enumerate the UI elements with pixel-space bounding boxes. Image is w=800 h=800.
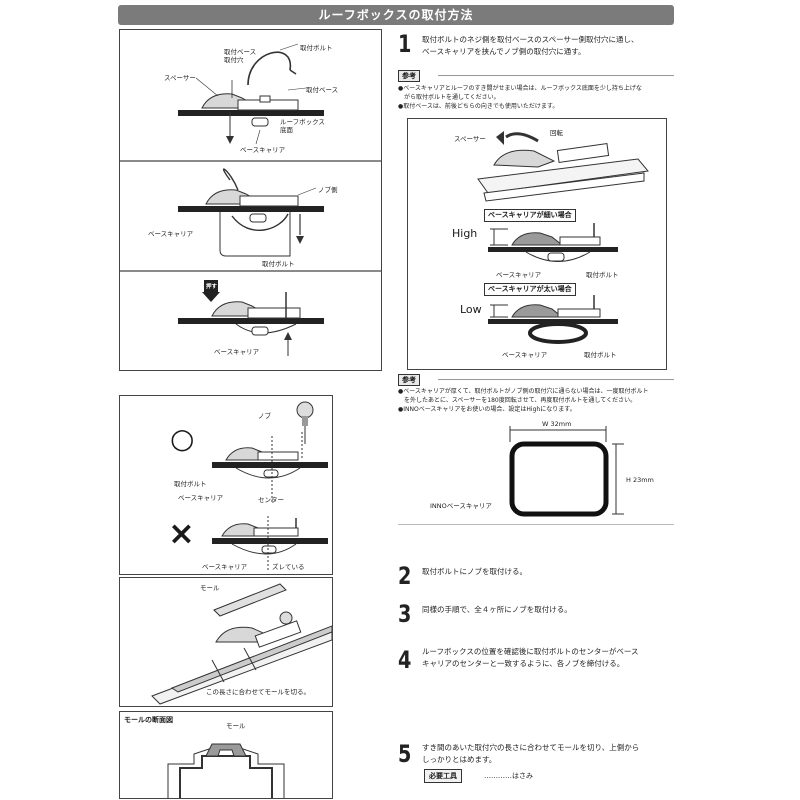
ref-notes-2: ●ベースキャリアが厚くて、取付ボルトがノブ側の取付穴に通らない場合は、一度取付ボ… <box>398 387 648 414</box>
install-diagram-svg <box>120 43 381 356</box>
step-4-number: 4 <box>398 646 412 674</box>
label-low: Low <box>460 303 482 316</box>
spacer-diagram-svg <box>477 131 649 344</box>
step-2-number: 2 <box>398 562 412 590</box>
label-base-hole: 取付ベース 取付穴 <box>224 48 257 64</box>
label-box-bottom: ルーフボックス 底面 <box>280 118 325 134</box>
label-bolt: 取付ボルト <box>300 44 333 52</box>
step-3-number: 3 <box>398 600 412 628</box>
section-title: モールの断面図 <box>124 716 173 724</box>
alignment-svg <box>212 401 328 572</box>
label-mold-2: モール <box>226 722 246 730</box>
spacer-diagram-panel: スペーサー 回転 ベースキャリアが細い場合 High ベースキャリア 取付ボルト… <box>407 118 667 370</box>
page-title: ルーフボックスの取付方法 <box>118 5 674 25</box>
label-bolt-r2: 取付ボルト <box>584 351 617 359</box>
inno-height: H 23mm <box>626 476 654 484</box>
label-cut-note: この長さに合わせてモールを切る。 <box>206 688 310 696</box>
ref-note-1b: がら取付ボルトを通してください。 <box>398 94 500 101</box>
inno-svg <box>509 426 624 517</box>
label-bolt-2: 取付ボルト <box>262 260 295 268</box>
alignment-panel: ○ × ノブ 取付ボルト ベースキャリア センター ベースキャリア ズレている <box>119 395 333 575</box>
label-center: センター <box>258 496 284 504</box>
label-press: 押す <box>206 284 218 290</box>
step-5-number: 5 <box>398 740 412 768</box>
label-rotate: 回転 <box>550 129 563 137</box>
label-carrier-4: ベースキャリア <box>178 494 224 502</box>
ref-note-2c: ●INNOベースキャリアをお使いの場合、設定はHighになります。 <box>398 406 576 413</box>
divider-right <box>398 524 674 525</box>
step-3-text: 同様の手順で、全４ヶ所にノブを取付ける。 <box>422 605 572 614</box>
label-knob-side: ノブ側 <box>318 186 338 194</box>
thin-carrier-title: ベースキャリアが細い場合 <box>484 209 576 222</box>
label-carrier-2: ベースキャリア <box>148 230 194 238</box>
inno-width: W 32mm <box>542 420 572 428</box>
ref-notes-1: ●ベースキャリアとルーフのすき間がせまい場合は、ルーフボックス底面を少し持ち上げ… <box>398 84 642 111</box>
step-1-number: 1 <box>398 30 412 58</box>
label-carrier-r2: ベースキャリア <box>502 351 548 359</box>
mold-panel: モール この長さに合わせてモールを切る。 <box>119 577 333 707</box>
step-1-text: 取付ボルトのネジ側を取付ベースのスペーサー側取付穴に通し、 ベースキャリアを挟ん… <box>422 35 639 56</box>
label-spacer-2: スペーサー <box>454 135 486 143</box>
ref-note-1a: ●ベースキャリアとルーフのすき間がせまい場合は、ルーフボックス底面を少し持ち上げ… <box>398 85 642 92</box>
label-carrier-5: ベースキャリア <box>202 563 248 571</box>
thick-carrier-title: ベースキャリアが太い場合 <box>484 283 576 296</box>
step-4-text: ルーフボックスの位置を確認後に取付ボルトのセンターがベース キャリアのセンターと… <box>422 647 639 668</box>
mold-svg <box>151 583 332 705</box>
step-5-text: すき間のあいた取付穴の長さに合わせてモールを切り、上側から しっかりとはめます。 <box>422 743 640 764</box>
label-base: 取付ベース <box>306 86 339 94</box>
ref-note-2a: ●ベースキャリアが厚くて、取付ボルトがノブ側の取付穴に通らない場合は、一度取付ボ… <box>398 388 649 395</box>
label-high: High <box>452 227 478 240</box>
mold-section-panel: モールの断面図 モール <box>119 711 333 799</box>
tools-value: …………はさみ <box>484 772 533 780</box>
ref-note-2b: を外したあとに、スペーサーを180度回転させて、再度取付ボルトを通してください。 <box>398 397 637 404</box>
ref-line-1 <box>438 75 674 76</box>
label-knob: ノブ <box>258 412 271 420</box>
section-svg <box>167 743 285 798</box>
label-bolt-4: 取付ボルト <box>174 480 207 488</box>
label-carrier-3: ベースキャリア <box>214 348 260 356</box>
label-mold: モール <box>200 584 220 592</box>
ref-note-1c: ●取付ベースは、前後どちらの向きでも使用いただけます。 <box>398 103 559 110</box>
ng-mark: × <box>168 514 195 552</box>
label-spacer: スペーサー <box>164 74 196 82</box>
label-bolt-r1: 取付ボルト <box>586 271 619 279</box>
label-carrier: ベースキャリア <box>240 146 286 154</box>
label-carrier-r1: ベースキャリア <box>496 271 542 279</box>
ref-badge-1: 参考 <box>398 70 420 82</box>
label-shifted: ズレている <box>272 563 305 571</box>
inno-label: INNOベースキャリア <box>430 502 492 510</box>
install-diagram-panel-top: 取付ベース 取付穴 取付ボルト スペーサー 取付ベース ルーフボックス 底面 ベ… <box>119 29 382 371</box>
ok-mark: ○ <box>170 422 195 455</box>
ref-badge-2: 参考 <box>398 374 420 386</box>
ref-line-2 <box>438 379 674 380</box>
tools-label: 必要工具 <box>424 769 462 783</box>
step-2-text: 取付ボルトにノブを取付ける。 <box>422 567 527 576</box>
inno-carrier-figure: W 32mm H 23mm INNOベースキャリア <box>398 418 674 520</box>
